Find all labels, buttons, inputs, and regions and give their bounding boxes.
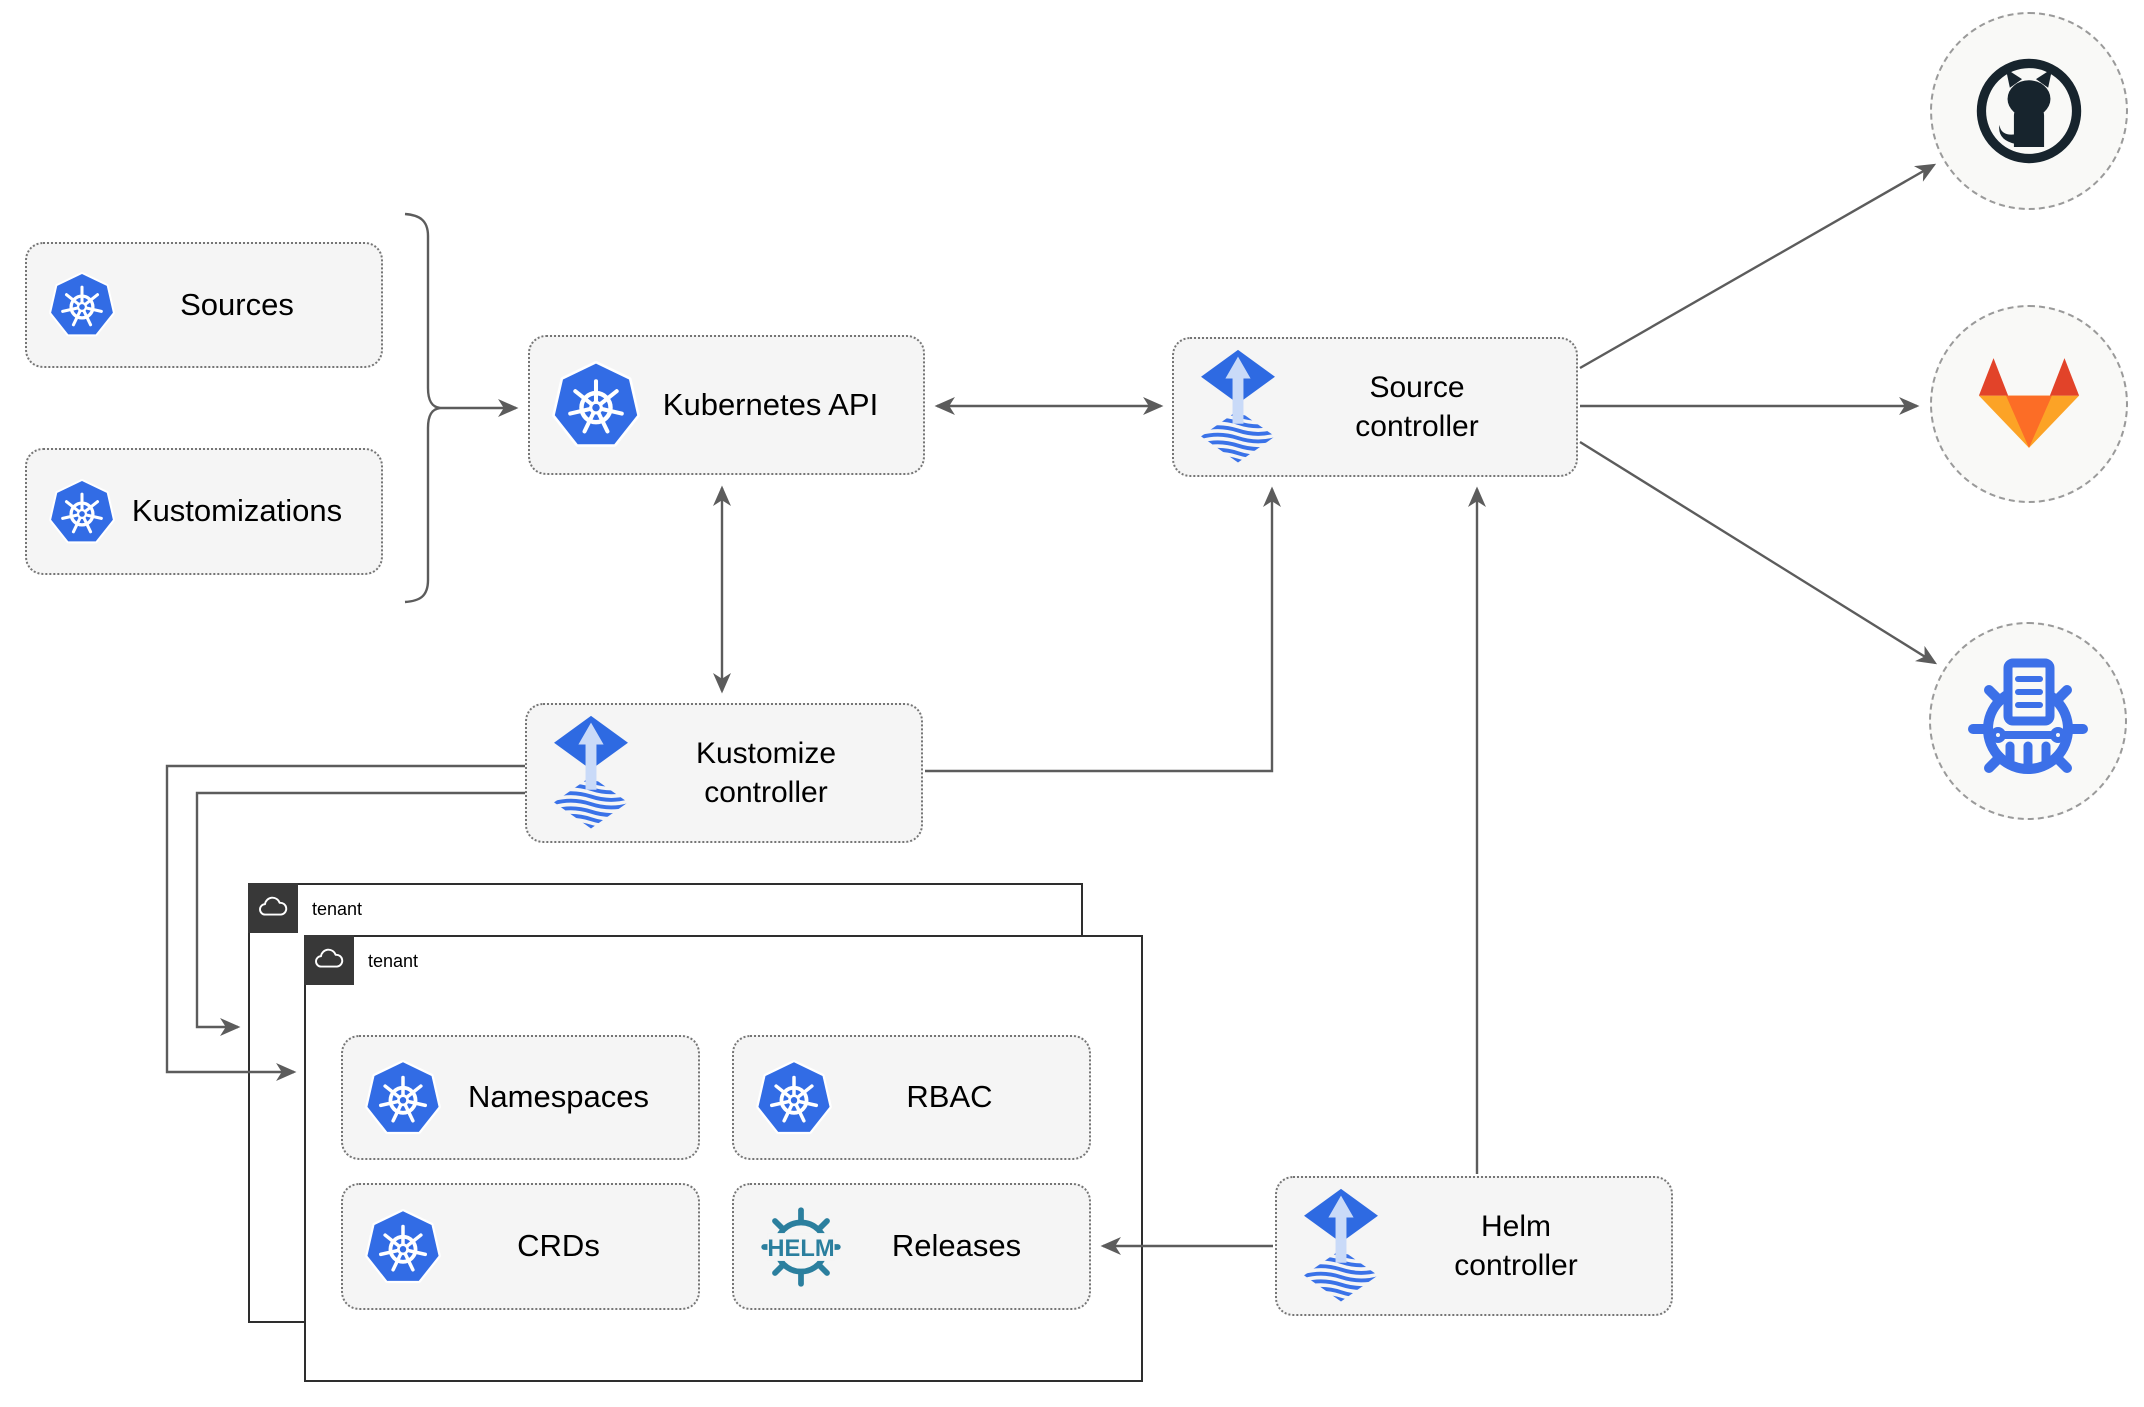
brace-sources-group (404, 212, 441, 604)
kubernetes-icon (49, 272, 115, 337)
tenant-outer-tab (248, 883, 298, 933)
tenant-inner-label: tenant (368, 951, 419, 971)
node-sources: Sources (25, 242, 383, 368)
edge-source-to-github (1579, 163, 1937, 370)
gitlab-icon (1978, 358, 2080, 448)
kubernetes-icon (552, 361, 640, 447)
node-rbac-label: RBAC (906, 1079, 993, 1115)
node-kustomize-controller: Kustomize controller (525, 703, 923, 843)
kubernetes-icon (365, 1208, 441, 1283)
edge-kustomize-to-source-controller (925, 486, 1281, 773)
node-rbac: RBAC (732, 1035, 1091, 1160)
gitlab-circle (1930, 305, 2128, 503)
flux-icon (1201, 349, 1275, 463)
tenant-inner-tab (304, 935, 354, 985)
chartmuseum-circle (1929, 622, 2127, 820)
kubernetes-icon (365, 1059, 441, 1134)
edge-source-to-chartmuseum (1579, 440, 1938, 665)
kubernetes-icon (756, 1059, 832, 1134)
node-helm-controller-label: Helm controller (1454, 1210, 1578, 1282)
helm-icon: HELM (761, 1206, 841, 1287)
node-kustomizations: Kustomizations (25, 448, 383, 575)
flux-icon (1304, 1188, 1378, 1302)
kubernetes-icon (49, 478, 115, 543)
node-kubernetes-api-label: Kubernetes API (662, 386, 879, 422)
flux-icon (554, 715, 628, 829)
node-namespaces-label: Namespaces (468, 1079, 649, 1115)
github-icon (1976, 58, 2082, 164)
node-sources-label: Sources (180, 286, 294, 322)
cloud-icon (259, 896, 288, 916)
node-crds-label: CRDs (517, 1228, 600, 1264)
node-helm-controller: Helm controller (1275, 1176, 1673, 1316)
cloud-icon (315, 948, 344, 968)
node-kustomizations-label: Kustomizations (131, 493, 343, 529)
node-crds: CRDs (341, 1183, 700, 1310)
node-releases: HELM Releases (732, 1183, 1091, 1310)
node-source-controller: Source controller (1172, 337, 1578, 477)
node-kustomize-controller-label: Kustomize controller (695, 737, 837, 809)
node-kubernetes-api: Kubernetes API (528, 335, 925, 475)
node-namespaces: Namespaces (341, 1035, 700, 1160)
github-circle (1930, 12, 2128, 210)
node-source-controller-label: Source controller (1355, 371, 1479, 443)
tenant-outer-label: tenant (312, 899, 363, 919)
chartmuseum-icon (1968, 658, 2088, 774)
node-releases-label: Releases (891, 1228, 1022, 1264)
helm-logo-text: HELM (767, 1236, 834, 1262)
